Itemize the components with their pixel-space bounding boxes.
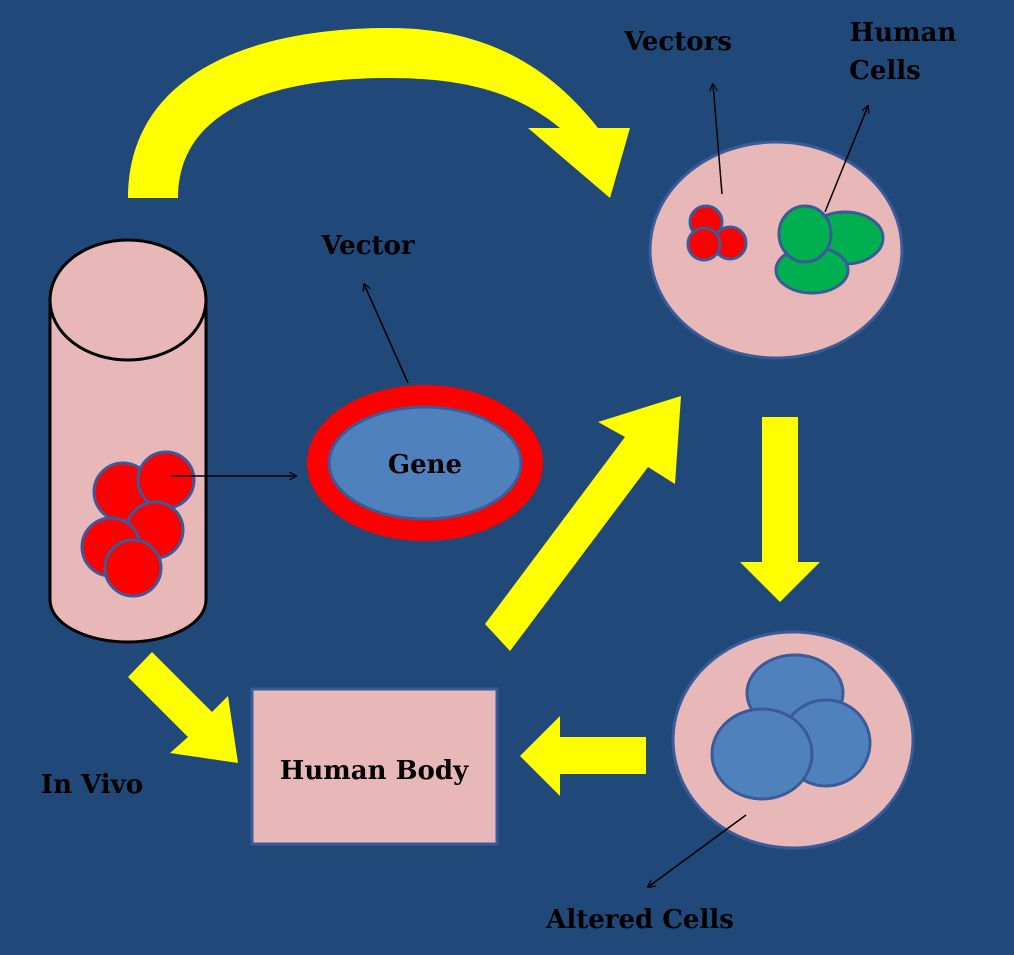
red-cell xyxy=(136,450,196,510)
left-arrow-bottom xyxy=(520,716,646,796)
vectors-and-cells-circle xyxy=(648,140,904,360)
altered-cells-pointer-arrow xyxy=(648,814,747,887)
vector-pointer-arrow xyxy=(364,284,409,384)
gene-label: Gene xyxy=(388,450,462,480)
human-cells-label-line2: Cells xyxy=(849,56,921,86)
vectors-label: Vectors xyxy=(623,27,732,57)
curved-arrow-top xyxy=(128,28,630,198)
human-body-label: Human Body xyxy=(280,756,469,786)
in-vivo-label: In Vivo xyxy=(41,770,143,800)
vectors-pointer-arrow xyxy=(713,84,723,195)
vector-label: Vector xyxy=(320,231,415,261)
green-human-cells xyxy=(774,204,885,295)
human-cells-pointer-arrow xyxy=(824,106,868,213)
human-body-box xyxy=(250,687,499,846)
blue-cell xyxy=(710,707,814,801)
down-arrow-right xyxy=(740,417,820,602)
red-vector xyxy=(686,226,722,262)
green-cell xyxy=(777,204,833,264)
gene-vector: Gene xyxy=(307,385,543,541)
human-cells-label-line1: Human xyxy=(850,18,957,48)
altered-cells-label: Altered Cells xyxy=(545,905,734,935)
diagonal-arrow-up-right xyxy=(485,396,681,651)
diagonal-arrow-down-right xyxy=(128,652,238,763)
small-red-vectors xyxy=(686,204,748,262)
blue-altered-cells xyxy=(710,653,872,801)
red-cell xyxy=(103,538,163,598)
gene-core xyxy=(327,405,523,521)
tube-red-cells xyxy=(80,450,196,598)
